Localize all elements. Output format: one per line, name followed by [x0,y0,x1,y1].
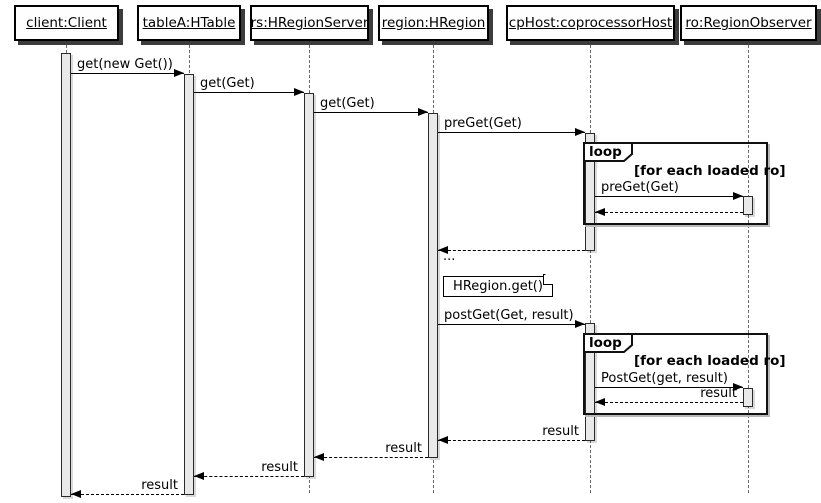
message-label: get(Get) [200,76,255,91]
lifeline-ro [747,40,749,493]
loop-tab-shape [583,333,633,353]
participant-label: region:HRegion [381,15,486,31]
loop-fragment-postget: loop [for each loaded ro] [583,333,786,415]
activation-cpHost-pre [585,133,595,251]
participant-label: client:Client [26,15,107,31]
message-label: postGet(Get, result) [444,308,574,323]
message-label: result [700,386,737,401]
message-line [194,476,304,477]
message-line [438,132,585,133]
arrowhead-icon [438,246,448,254]
loop-operator-label: loop [589,144,622,160]
message-label: get(new Get()) [77,57,173,72]
note-hregion-get: HRegion.get() [443,274,554,297]
participant-region: region:HRegion [378,5,489,41]
arrowhead-icon [575,128,585,136]
arrowhead-icon [71,490,81,498]
message-label: get(Get) [320,96,375,111]
arrowhead-icon [595,208,605,216]
ellipsis-text: ... [443,249,456,264]
message-label: PostGet(get, result) [601,371,728,386]
activation-ro-post [743,388,753,407]
participant-label: rs:HRegionServer [250,15,369,31]
message-line [314,457,428,458]
message-line [314,112,428,113]
participant-rs: rs:HRegionServer [250,5,369,41]
participant-cpHost: cpHost:coprocessorHost [506,5,675,41]
message-label: preGet(Get) [601,180,679,195]
loop-operator-label: loop [589,335,622,351]
message-line [438,324,585,325]
arrowhead-icon [174,69,184,77]
note-fold-icon [543,274,554,285]
arrowhead-icon [595,398,605,406]
message-line [71,73,184,74]
message-label: result [261,460,298,475]
arrowhead-icon [418,108,428,116]
message-line [438,250,585,251]
message-line [595,402,743,403]
activation-rs [304,93,314,477]
message-label: result [542,424,579,439]
arrowhead-icon [733,383,743,391]
arrowhead-icon [194,472,204,480]
arrowhead-icon [733,192,743,200]
participant-ro: ro:RegionObserver [680,5,817,41]
message-label: result [141,478,178,493]
message-label: preGet(Get) [444,116,522,131]
message-line [71,494,184,495]
lifeline-cpHost [589,40,591,493]
message-line [438,440,585,441]
arrowhead-icon [314,453,324,461]
participant-label: tableA:HTable [142,15,236,31]
arrowhead-icon [294,88,304,96]
activation-client [61,53,71,497]
participant-label: ro:RegionObserver [685,15,812,31]
message-line [194,92,304,93]
loop-guard-label: [for each loaded ro] [634,353,786,369]
activation-region [428,113,438,458]
arrowhead-icon [575,320,585,328]
activation-ro-pre [743,196,753,215]
activation-tableA [184,74,194,495]
participant-label: cpHost:coprocessorHost [508,15,673,31]
message-line [595,212,743,213]
loop-tab-shape [583,142,633,162]
activation-cpHost-post [585,323,595,441]
message-line [595,196,743,197]
participant-tableA: tableA:HTable [137,5,241,41]
note-text: HRegion.get() [453,279,543,294]
participant-client: client:Client [14,5,119,41]
arrowhead-icon [438,436,448,444]
message-line [595,387,743,388]
loop-guard-label: [for each loaded ro] [634,163,786,179]
message-label: result [385,441,422,456]
loop-fragment-preget: loop [for each loaded ro] [583,142,786,225]
